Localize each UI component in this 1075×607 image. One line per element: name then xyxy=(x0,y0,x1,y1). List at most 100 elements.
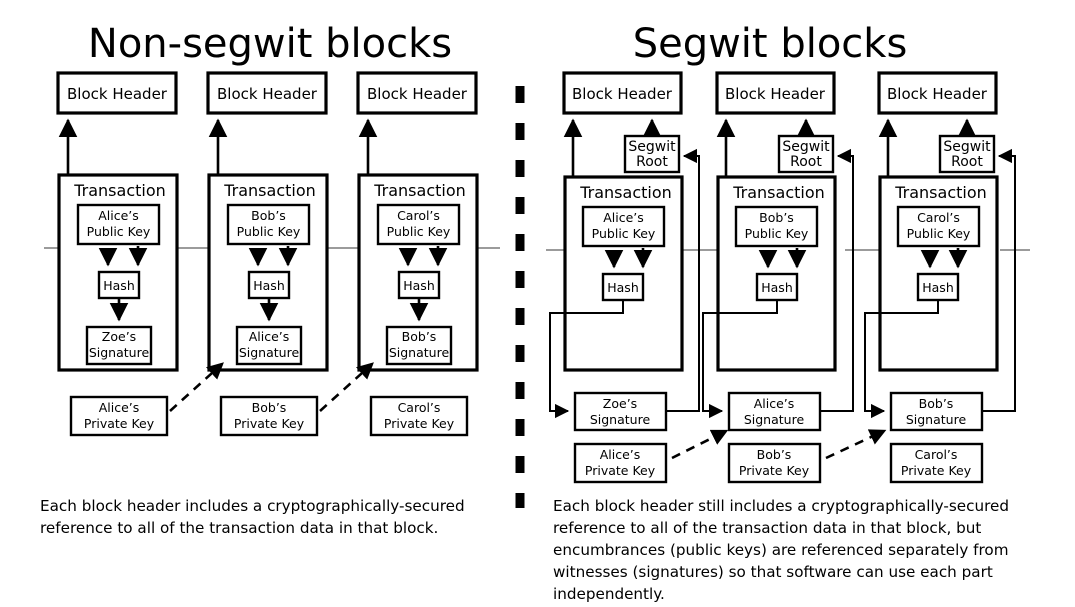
private-key-label-line2: Private Key xyxy=(234,416,305,431)
hash-label: Hash xyxy=(403,278,435,293)
block-header-box[interactable] xyxy=(206,71,328,115)
public-key-label-line2: Public Key xyxy=(745,226,809,241)
hash-label: Hash xyxy=(103,278,135,293)
segwit-root-label-line1: Segwit xyxy=(943,139,991,155)
private-key-label-line1: Carol’s xyxy=(915,447,958,462)
signature-to-segwitroot-path xyxy=(666,148,700,412)
caption-segwit-line-3: encumbrances (public keys) are reference… xyxy=(553,541,1009,559)
block-header-label: Block Header xyxy=(67,85,168,103)
private-key-box[interactable] xyxy=(573,442,668,484)
public-key-box[interactable] xyxy=(376,203,461,246)
public-key-label-line1: Bob’s xyxy=(251,208,286,223)
hash-label: Hash xyxy=(761,280,793,295)
block-header-box[interactable] xyxy=(562,71,683,115)
hash-box[interactable] xyxy=(916,272,960,302)
segwit-root-label-line2: Root xyxy=(636,154,668,170)
block-header-box[interactable] xyxy=(356,71,478,115)
private-key-box[interactable] xyxy=(219,395,319,437)
signature-label-line1: Zoe’s xyxy=(603,396,637,411)
panel-title-non-segwit: Non-segwit blocks xyxy=(88,21,452,67)
private-key-box[interactable] xyxy=(889,442,984,484)
signature-label-line1: Bob’s xyxy=(402,329,437,344)
ns-block-2: Block Header Transaction Bob’s Public Ke… xyxy=(206,71,329,437)
public-key-box[interactable] xyxy=(734,205,819,248)
segwit-root-box[interactable] xyxy=(938,134,996,174)
privkey-sign-arrow-1 xyxy=(671,429,729,460)
hash-label: Hash xyxy=(607,280,639,295)
segwit-root-box[interactable] xyxy=(777,134,835,174)
private-key-label-line1: Bob’s xyxy=(757,447,792,462)
transaction-label: Transaction xyxy=(223,181,316,200)
segwit-root-label-line1: Segwit xyxy=(782,139,830,155)
signature-label-line2: Signature xyxy=(239,345,300,360)
sw-block-1: Block Header Segwit Root Transaction Ali… xyxy=(549,71,700,484)
block-header-box[interactable] xyxy=(715,71,836,115)
hash-box[interactable] xyxy=(247,270,291,300)
signature-box[interactable] xyxy=(85,325,153,366)
hash-box[interactable] xyxy=(755,272,799,302)
public-key-box[interactable] xyxy=(226,203,311,246)
hash-to-signature-path xyxy=(549,301,624,419)
signature-label-line2: Signature xyxy=(389,345,450,360)
public-key-label-line2: Public Key xyxy=(87,224,151,239)
caption-non-segwit-line-1: Each block header includes a cryptograph… xyxy=(40,497,465,515)
transaction-label: Transaction xyxy=(732,183,825,202)
private-key-label-line1: Alice’s xyxy=(99,400,140,415)
public-key-label-line1: Alice’s xyxy=(603,210,644,225)
caption-segwit-line-4: witnesses (signatures) so that software … xyxy=(553,563,993,581)
signature-label-line1: Bob’s xyxy=(919,396,954,411)
block-header-box[interactable] xyxy=(56,71,178,115)
private-key-label-line2: Private Key xyxy=(384,416,455,431)
private-key-label-line1: Carol’s xyxy=(398,400,441,415)
public-key-label-line2: Public Key xyxy=(237,224,301,239)
signature-label-line2: Signature xyxy=(89,345,150,360)
block-header-label: Block Header xyxy=(367,85,468,103)
public-key-box[interactable] xyxy=(896,205,981,248)
segwit-root-box[interactable] xyxy=(623,134,681,174)
sw-block-2: Block Header Segwit Root Transaction Bob… xyxy=(702,71,854,484)
public-key-label-line2: Public Key xyxy=(387,224,451,239)
signature-label-line1: Alice’s xyxy=(249,329,290,344)
transaction-label: Transaction xyxy=(579,183,672,202)
signature-label-line2: Signature xyxy=(590,412,651,427)
public-key-box[interactable] xyxy=(76,203,161,246)
caption-segwit-line-5: independently. xyxy=(553,585,665,603)
private-key-label-line2: Private Key xyxy=(84,416,155,431)
public-key-label-line1: Alice’s xyxy=(98,208,139,223)
segwit-root-label-line2: Root xyxy=(951,154,983,170)
public-key-label-line1: Carol’s xyxy=(917,210,960,225)
hash-box[interactable] xyxy=(601,272,645,302)
hash-box[interactable] xyxy=(97,270,141,300)
private-key-label-line2: Private Key xyxy=(739,463,810,478)
signature-box[interactable] xyxy=(235,325,303,366)
signature-label-line1: Alice’s xyxy=(754,396,795,411)
hash-to-signature-path xyxy=(702,301,778,419)
signature-label-line1: Zoe’s xyxy=(102,329,136,344)
transaction-label: Transaction xyxy=(894,183,987,202)
hash-label: Hash xyxy=(922,280,954,295)
caption-segwit-line-1: Each block header still includes a crypt… xyxy=(553,497,1009,515)
hash-box[interactable] xyxy=(397,270,441,300)
signature-to-segwitroot-path xyxy=(820,148,854,412)
public-key-label-line2: Public Key xyxy=(907,226,971,241)
signature-box[interactable] xyxy=(385,325,453,366)
panel-title-segwit: Segwit blocks xyxy=(633,21,908,67)
signature-box[interactable] xyxy=(727,391,822,432)
block-header-box[interactable] xyxy=(877,71,998,115)
public-key-label-line2: Public Key xyxy=(592,226,656,241)
private-key-box[interactable] xyxy=(369,395,469,437)
ns-block-3: Block Header Transaction Carol’s Public … xyxy=(356,71,479,437)
signature-to-segwitroot-path xyxy=(982,148,1016,412)
private-key-box[interactable] xyxy=(727,442,822,484)
private-key-box[interactable] xyxy=(69,395,169,437)
private-key-label-line1: Alice’s xyxy=(600,447,641,462)
signature-label-line2: Signature xyxy=(744,412,805,427)
block-header-label: Block Header xyxy=(217,85,318,103)
caption-segwit-line-2: reference to all of the transaction data… xyxy=(553,519,981,537)
segwit-root-label-line2: Root xyxy=(790,154,822,170)
sw-block-3: Block Header Segwit Root Transaction Car… xyxy=(864,71,1016,484)
private-key-label-line1: Bob’s xyxy=(252,400,287,415)
public-key-box[interactable] xyxy=(581,205,666,248)
signature-box[interactable] xyxy=(573,391,668,432)
